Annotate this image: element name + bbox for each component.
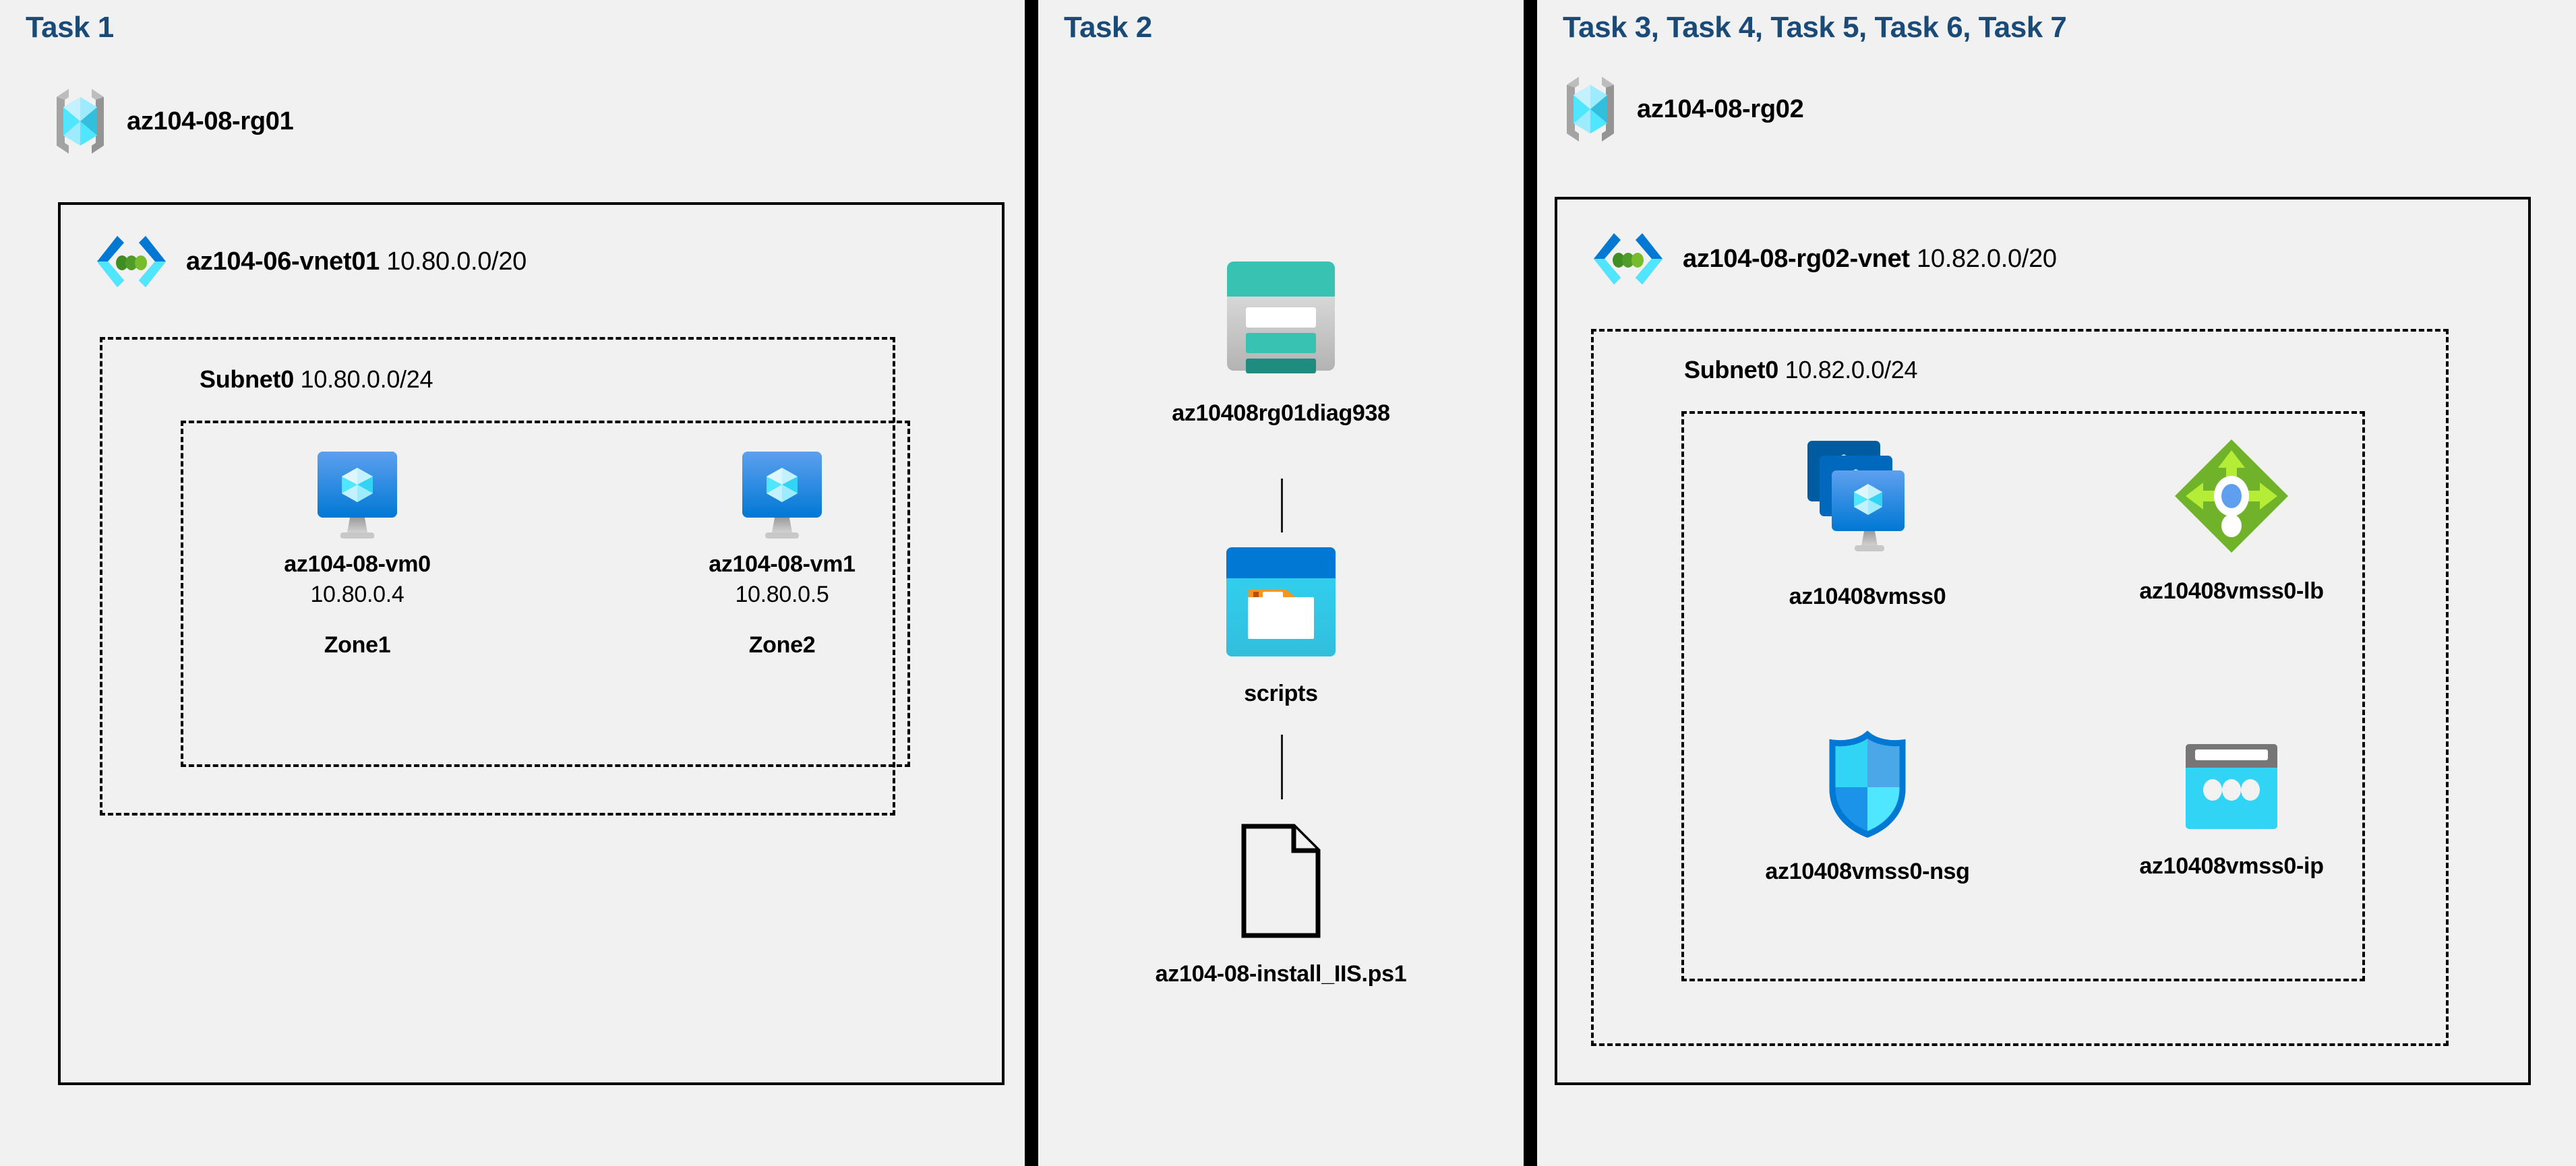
node-scripts[interactable]: scripts xyxy=(1160,545,1402,707)
availability-zone-group-box xyxy=(181,421,910,767)
virtual-network-icon xyxy=(1591,226,1665,291)
vmss-name: az10408vmss0 xyxy=(1789,584,1946,609)
nsg-name: az10408vmss0-nsg xyxy=(1765,859,1970,884)
node-az10408vmss0-lb[interactable]: az10408vmss0-lb xyxy=(2103,437,2360,605)
vnet-box-az104-06-vnet01 xyxy=(58,202,1005,1085)
load-balancer-name: az10408vmss0-lb xyxy=(2139,578,2324,604)
resource-group-name-rg02: az104-08-rg02 xyxy=(1637,94,1804,123)
vnet-header-az104-06-vnet01: az104-06-vnet01 10.80.0.0/20 xyxy=(94,229,527,294)
public-ip-name: az10408vmss0-ip xyxy=(2139,853,2324,879)
panel-divider-2 xyxy=(1524,0,1537,1166)
panel-title-task-2: Task 2 xyxy=(1064,11,1152,44)
panel-task-3-7: Task 3, Task 4, Task 5, Task 6, Task 7 a… xyxy=(1537,0,2576,1166)
vnet-name-az104-08-rg02-vnet: az104-08-rg02-vnet 10.82.0.0/20 xyxy=(1683,244,2057,273)
connector-container-to-file xyxy=(1281,735,1283,799)
node-az10408vmss0[interactable]: az10408vmss0 xyxy=(1739,435,1996,610)
panel-title-task-1: Task 1 xyxy=(26,11,114,44)
node-az104-08-vm1[interactable]: az104-08-vm1 10.80.0.5 Zone2 xyxy=(694,450,870,658)
resource-group-icon xyxy=(51,88,109,155)
panel-title-task-3-7: Task 3, Task 4, Task 5, Task 6, Task 7 xyxy=(1563,11,2067,44)
blob-container-icon xyxy=(1224,545,1338,659)
virtual-network-icon xyxy=(94,229,169,294)
vm0-zone: Zone1 xyxy=(324,632,391,658)
vm0-name: az104-08-vm0 xyxy=(284,551,431,577)
vm1-name: az104-08-vm1 xyxy=(709,551,856,577)
panel-divider-1 xyxy=(1025,0,1038,1166)
storage-account-name: az10408rg01diag938 xyxy=(1172,400,1390,426)
subnet-box-task3-subnet0 xyxy=(1591,329,2449,1046)
panel-task-2: Task 2 az10408rg01 xyxy=(1038,0,1524,1166)
subnet-resources-group-box xyxy=(1681,411,2365,981)
node-az104-08-vm0[interactable]: az104-08-vm0 10.80.0.4 Zone1 xyxy=(270,450,445,658)
subnet-box-task1-subnet0 xyxy=(100,337,895,816)
vm-scale-set-icon xyxy=(1803,435,1931,563)
blob-container-name: scripts xyxy=(1244,681,1318,706)
vm1-zone: Zone2 xyxy=(748,632,816,658)
node-az104-08-install-iis-ps1[interactable]: az104-08-install_IIS.ps1 xyxy=(1092,824,1470,987)
network-security-group-icon xyxy=(1824,731,1911,838)
vnet-header-az104-08-rg02-vnet: az104-08-rg02-vnet 10.82.0.0/20 xyxy=(1591,226,2057,291)
vm0-ip: 10.80.0.4 xyxy=(310,582,405,607)
node-az10408rg01diag938[interactable]: az10408rg01diag938 xyxy=(1126,256,1436,427)
vnet-box-az104-08-rg02-vnet xyxy=(1555,197,2531,1085)
public-ip-address-icon xyxy=(2183,741,2280,833)
vm1-ip: 10.80.0.5 xyxy=(735,582,829,607)
file-icon xyxy=(1238,824,1323,938)
resource-group-header-rg02: az104-08-rg02 xyxy=(1561,75,1804,143)
virtual-machine-icon xyxy=(313,450,401,542)
ps1-file-name: az104-08-install_IIS.ps1 xyxy=(1155,961,1407,987)
connector-storage-to-container xyxy=(1281,479,1283,532)
subnet-label-task1: Subnet0 10.80.0.0/24 xyxy=(200,365,433,393)
load-balancer-icon xyxy=(2172,437,2291,557)
storage-account-icon xyxy=(1220,256,1342,376)
virtual-machine-icon xyxy=(738,450,826,542)
vnet-name-az104-06-vnet01: az104-06-vnet01 10.80.0.0/20 xyxy=(186,247,527,276)
node-az10408vmss0-ip[interactable]: az10408vmss0-ip xyxy=(2103,741,2360,880)
panel-task-1: Task 1 az104-08-rg01 xyxy=(0,0,1025,1166)
resource-group-icon xyxy=(1561,75,1619,143)
node-az10408vmss0-nsg[interactable]: az10408vmss0-nsg xyxy=(1739,731,1996,885)
resource-group-header-rg01: az104-08-rg01 xyxy=(51,88,294,155)
subnet-label-task3: Subnet0 10.82.0.0/24 xyxy=(1684,356,1918,383)
resource-group-name-rg01: az104-08-rg01 xyxy=(127,106,294,135)
